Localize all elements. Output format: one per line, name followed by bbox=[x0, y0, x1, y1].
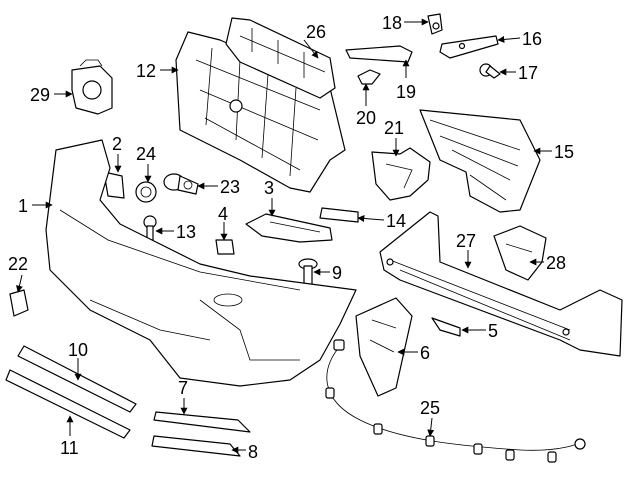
part-4-clip bbox=[215, 239, 235, 255]
callout-25: 25 bbox=[420, 398, 440, 418]
callout-27: 27 bbox=[456, 231, 476, 251]
part-29-sensor-bracket bbox=[71, 59, 113, 115]
part-17-screw bbox=[479, 63, 501, 79]
part-3-bracket bbox=[245, 213, 333, 243]
part-11-strip bbox=[5, 369, 131, 439]
callout-15: 15 bbox=[554, 142, 574, 162]
part-16-bracket bbox=[439, 35, 499, 59]
callout-7: 7 bbox=[178, 378, 188, 398]
part-8-trim bbox=[151, 435, 241, 457]
part-23-sensor bbox=[163, 173, 199, 195]
part-6-side-bracket bbox=[355, 297, 413, 397]
callout-10: 10 bbox=[68, 340, 88, 360]
callout-19: 19 bbox=[396, 82, 416, 102]
part-15-side-grille bbox=[419, 109, 541, 213]
part-22-bracket bbox=[9, 289, 29, 317]
callout-1: 1 bbox=[18, 196, 28, 216]
part-24-cap bbox=[135, 181, 157, 203]
callout-20: 20 bbox=[356, 108, 376, 128]
callout-2: 2 bbox=[112, 134, 122, 154]
callout-14: 14 bbox=[386, 211, 406, 231]
part-1-bumper-cover bbox=[45, 139, 357, 387]
part-2-clip bbox=[103, 171, 125, 199]
part-27-beam bbox=[379, 211, 623, 357]
leader-lines bbox=[16, 18, 552, 454]
part-20-push-clip bbox=[357, 69, 381, 85]
part-19-strip-bracket bbox=[345, 45, 413, 63]
part-18-clip bbox=[427, 13, 443, 35]
callout-labels: 1 2 3 4 5 6 7 8 9 10 11 12 13 14 15 16 1… bbox=[8, 13, 574, 462]
callout-26: 26 bbox=[306, 22, 326, 42]
callout-6: 6 bbox=[420, 343, 430, 363]
part-7-trim bbox=[153, 411, 251, 433]
callout-12: 12 bbox=[136, 61, 156, 81]
callout-21: 21 bbox=[384, 118, 404, 138]
callout-3: 3 bbox=[264, 178, 274, 198]
callout-17: 17 bbox=[518, 63, 538, 83]
part-28-side-bracket bbox=[493, 225, 547, 281]
part-5-cap bbox=[431, 317, 461, 337]
callout-9: 9 bbox=[332, 263, 342, 283]
callout-16: 16 bbox=[522, 29, 542, 49]
callout-23: 23 bbox=[220, 177, 240, 197]
callout-18: 18 bbox=[382, 13, 402, 33]
part-25-wiring-harness bbox=[325, 339, 586, 463]
callout-4: 4 bbox=[218, 204, 228, 224]
part-26-upper-insert bbox=[225, 17, 336, 99]
callout-29: 29 bbox=[30, 85, 50, 105]
callout-28: 28 bbox=[546, 253, 566, 273]
part-14-strip bbox=[319, 207, 359, 223]
callout-5: 5 bbox=[488, 321, 498, 341]
part-21-air-duct bbox=[371, 147, 431, 201]
part-13-bolt bbox=[143, 215, 157, 241]
callout-11: 11 bbox=[60, 438, 79, 458]
callout-24: 24 bbox=[136, 144, 156, 164]
callout-8: 8 bbox=[248, 442, 258, 462]
callout-13: 13 bbox=[176, 222, 196, 242]
callout-22: 22 bbox=[8, 254, 28, 274]
